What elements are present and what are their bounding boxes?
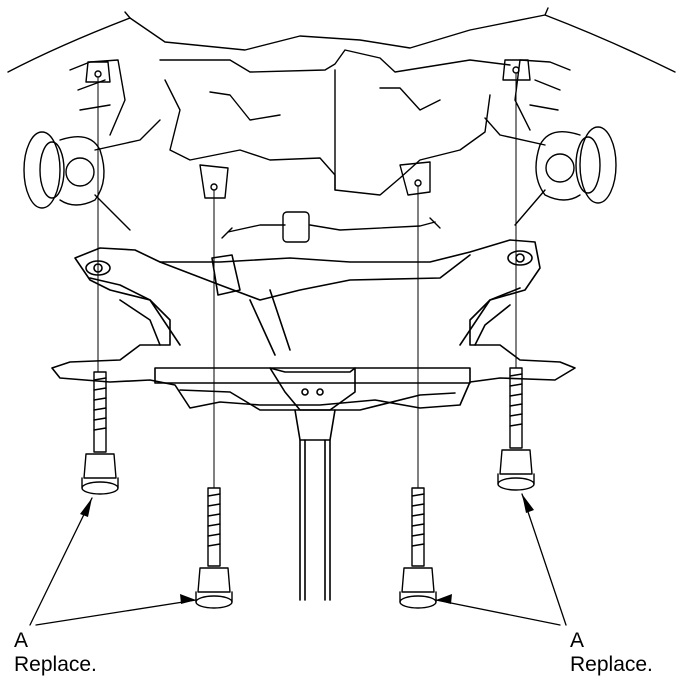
callout-left-note: Replace. [14, 653, 97, 676]
callout-left-letter: A [14, 629, 29, 652]
hoses [221, 211, 441, 243]
callout-right: A Replace. [570, 629, 653, 677]
bolt-guide-lines [97, 73, 517, 489]
callout-left: A Replace. [14, 629, 97, 677]
left-wheel-hub [23, 59, 161, 231]
bolt-outer-left [81, 371, 119, 495]
steering-shaft [269, 367, 356, 601]
body-mount-points [85, 59, 531, 199]
callout-right-letter: A [570, 629, 585, 652]
bolt-inner-right [399, 487, 437, 609]
bolt-inner-left [195, 487, 233, 609]
subframe [51, 239, 576, 411]
callout-right-note: Replace. [570, 653, 653, 676]
right-wheel-hub [484, 59, 617, 226]
arrowheads [80, 494, 534, 604]
bolt-outer-right [497, 367, 535, 491]
leader-lines [29, 493, 567, 626]
vehicle-body-outline [7, 7, 676, 196]
